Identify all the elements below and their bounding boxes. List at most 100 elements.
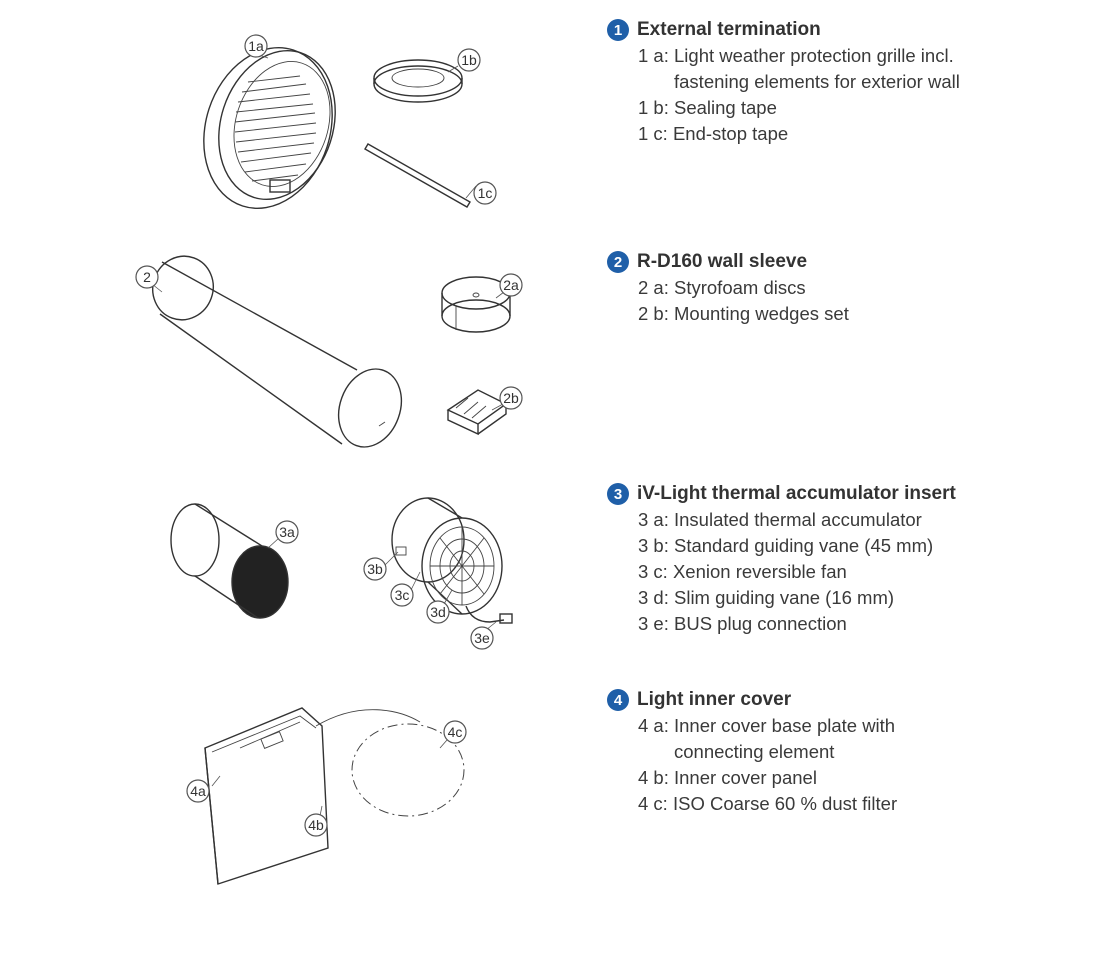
callout-4b: 4b [304, 813, 328, 837]
item-code: 1 b: [638, 97, 674, 118]
item-code: 3 d: [638, 587, 674, 608]
parts-list: 3 a: Insulated thermal accumulator 3 b: … [607, 507, 956, 637]
callout-3a: 3a [275, 520, 299, 544]
section-number-badge: 2 [607, 251, 629, 273]
list-item: 3 d: Slim guiding vane (16 mm) [638, 585, 956, 611]
item-text: Styrofoam discs [674, 277, 806, 298]
svg-text:2: 2 [143, 269, 151, 285]
item-code: 1 c: [638, 123, 673, 144]
end-stop-tape-drawing [364, 143, 471, 208]
svg-text:1c: 1c [478, 185, 493, 201]
svg-text:1a: 1a [248, 38, 264, 54]
callout-2b: 2b [499, 386, 523, 410]
section-title: Light inner cover [637, 689, 792, 710]
section-heading: 4 Light inner cover [607, 687, 897, 713]
item-text: Slim guiding vane (16 mm) [674, 587, 895, 608]
list-item: 2 b: Mounting wedges set [638, 301, 849, 327]
item-code: 2 b: [638, 303, 674, 324]
svg-text:4c: 4c [448, 724, 463, 740]
item-text: BUS plug connection [674, 613, 847, 634]
item-code: 3 a: [638, 509, 674, 530]
dust-filter-drawing [351, 723, 465, 817]
list-item: 3 e: BUS plug connection [638, 611, 956, 637]
list-item: 4 b: Inner cover panel [638, 765, 897, 791]
callout-3b: 3b [363, 557, 387, 581]
callout-4a: 4a [186, 779, 210, 803]
svg-text:2a: 2a [503, 277, 519, 293]
list-item: 1 c: End-stop tape [638, 121, 960, 147]
item-text-continuation: fastening elements for exterior wall [674, 71, 960, 92]
item-code: 4 a: [638, 715, 674, 736]
callout-3c: 3c [390, 583, 414, 607]
mounting-wedges-drawing [446, 389, 508, 436]
svg-text:2b: 2b [503, 390, 519, 406]
weather-grille-drawing [203, 46, 336, 210]
list-item: 1 b: Sealing tape [638, 95, 960, 121]
callout-2a: 2a [499, 273, 523, 297]
parts-list: 4 a: Inner cover base plate with connecti… [607, 713, 897, 817]
section-inner-cover: 4 Light inner cover 4 a: Inner cover bas… [607, 687, 897, 817]
item-text: Standard guiding vane (45 mm) [674, 535, 934, 556]
list-item: 4 a: Inner cover base plate with connecti… [638, 713, 897, 765]
section-thermal-accumulator-insert: 3 iV-Light thermal accumulator insert 3 … [607, 481, 956, 637]
item-text: Inner cover panel [674, 767, 817, 788]
item-code: 3 e: [638, 613, 674, 634]
callout-3e: 3e [470, 626, 494, 650]
svg-text:3c: 3c [395, 587, 410, 603]
list-item: 3 b: Standard guiding vane (45 mm) [638, 533, 956, 559]
item-text: End-stop tape [672, 123, 789, 144]
item-text-continuation: connecting element [674, 741, 835, 762]
item-code: 1 a: [638, 45, 674, 66]
section-title: External termination [637, 19, 821, 40]
callout-1b: 1b [457, 48, 481, 72]
list-item: 4 c: ISO Coarse 60 % dust filter [638, 791, 897, 817]
fan-insert-drawing [391, 497, 513, 624]
item-text: Mounting wedges set [674, 303, 849, 324]
section-number-badge: 4 [607, 689, 629, 711]
section-external-termination: 1 External termination 1 a: Light weathe… [607, 17, 960, 147]
inner-cover-drawing [204, 707, 421, 885]
item-code: 2 a: [638, 277, 674, 298]
callout-1c: 1c [473, 181, 497, 205]
parts-list: 2 a: Styrofoam discs 2 b: Mounting wedge… [607, 275, 849, 327]
list-item: 1 a: Light weather protection grille inc… [638, 43, 960, 95]
parts-list: 1 a: Light weather protection grille inc… [607, 43, 960, 147]
section-title: R-D160 wall sleeve [637, 251, 808, 272]
section-wall-sleeve: 2 R-D160 wall sleeve 2 a: Styrofoam disc… [607, 249, 849, 327]
item-code: 4 b: [638, 767, 674, 788]
section-heading: 3 iV-Light thermal accumulator insert [607, 481, 956, 507]
list-item: 2 a: Styrofoam discs [638, 275, 849, 301]
item-text: Light weather protection grille incl. [674, 45, 954, 66]
callout-2: 2 [135, 265, 159, 289]
callout-4c: 4c [443, 720, 467, 744]
section-heading: 1 External termination [607, 17, 960, 43]
item-text: Xenion reversible fan [672, 561, 847, 582]
section-number-badge: 1 [607, 19, 629, 41]
svg-text:3e: 3e [474, 630, 490, 646]
item-text: ISO Coarse 60 % dust filter [672, 793, 898, 814]
section-number-badge: 3 [607, 483, 629, 505]
sealing-tape-drawing [373, 59, 463, 103]
item-code: 3 b: [638, 535, 674, 556]
wall-sleeve-drawing [152, 255, 403, 448]
callout-1a: 1a [244, 34, 268, 58]
item-code: 4 c: [638, 793, 673, 814]
svg-text:1b: 1b [461, 52, 477, 68]
list-item: 3 c: Xenion reversible fan [638, 559, 956, 585]
item-text: Inner cover base plate with [674, 715, 896, 736]
section-heading: 2 R-D160 wall sleeve [607, 249, 849, 275]
section-title: iV-Light thermal accumulator insert [637, 483, 956, 504]
svg-text:3b: 3b [367, 561, 383, 577]
callout-3d: 3d [426, 600, 450, 624]
item-code: 3 c: [638, 561, 673, 582]
svg-text:4b: 4b [308, 817, 324, 833]
svg-text:3a: 3a [279, 524, 295, 540]
svg-text:3d: 3d [430, 604, 446, 620]
item-text: Insulated thermal accumulator [674, 509, 922, 530]
item-text: Sealing tape [674, 97, 777, 118]
svg-text:4a: 4a [190, 783, 206, 799]
leader-lines [151, 53, 505, 817]
thermal-accumulator-drawing [170, 503, 289, 619]
list-item: 3 a: Insulated thermal accumulator [638, 507, 956, 533]
